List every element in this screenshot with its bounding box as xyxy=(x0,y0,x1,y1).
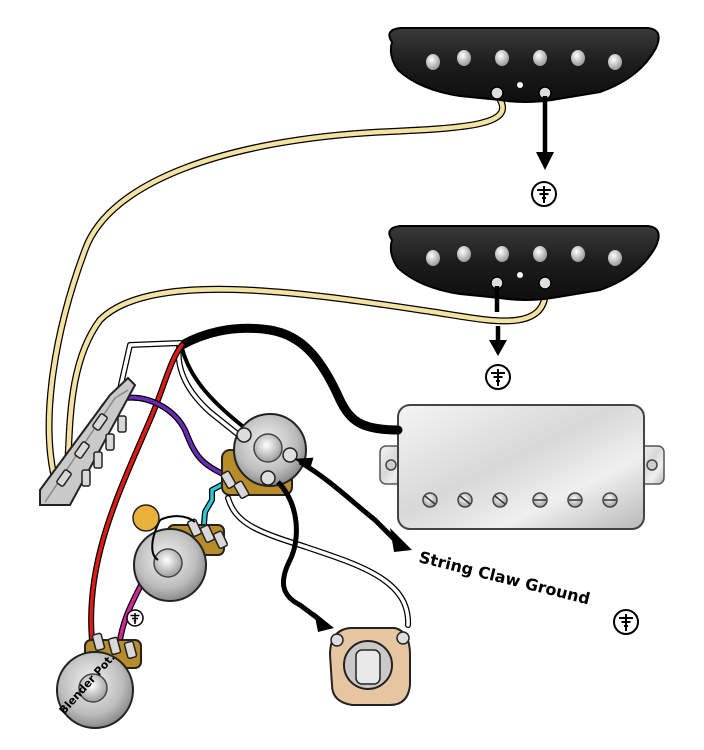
pot-lugs xyxy=(220,470,250,499)
output-jack xyxy=(328,627,411,706)
tone-capacitor xyxy=(132,504,196,561)
pole-pieces xyxy=(426,246,622,278)
humbucker-screws xyxy=(422,492,618,508)
yellow-wires xyxy=(45,91,549,484)
tone-pot xyxy=(132,504,229,602)
pole-pieces xyxy=(426,50,622,88)
string-claw-ground-label: String Claw Ground xyxy=(417,547,592,608)
humbucker-pickup xyxy=(379,404,665,530)
ground-symbol xyxy=(613,609,639,635)
volume-pot xyxy=(220,413,307,499)
ground-symbol xyxy=(126,609,144,627)
humbucker-lead-wire xyxy=(177,323,403,435)
switch-lugs xyxy=(56,413,127,487)
blender-pot: Blender Pot. xyxy=(56,632,142,729)
neck-pickup xyxy=(388,27,660,103)
pot-lugs xyxy=(186,518,229,550)
middle-pickup xyxy=(388,225,660,301)
pot-lugs xyxy=(91,632,138,660)
five-way-switch xyxy=(39,376,137,506)
ground-symbol xyxy=(531,181,557,207)
ground-symbol xyxy=(485,364,511,390)
